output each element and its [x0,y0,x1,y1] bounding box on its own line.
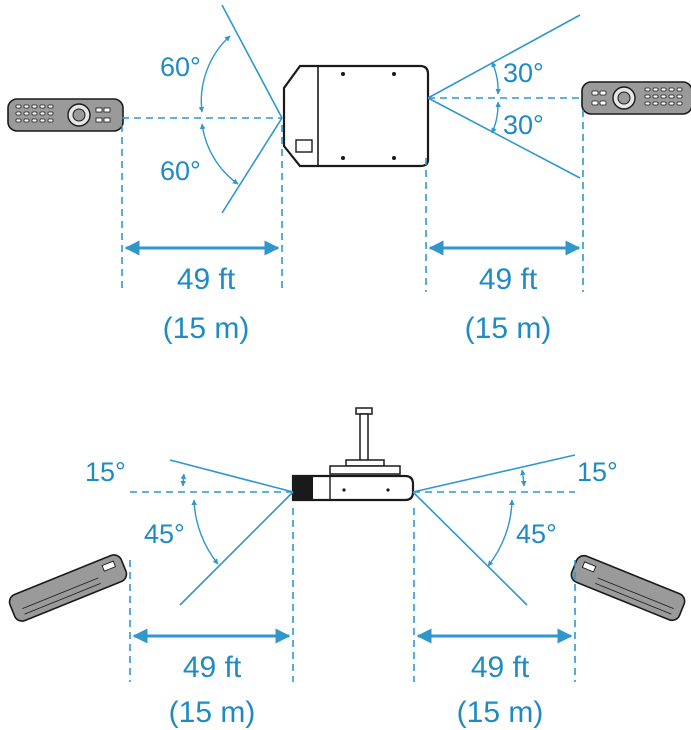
projector-top-view-icon [282,64,430,168]
angle-label: 60° [160,156,201,186]
angle-label: 45° [144,519,185,549]
rear-receiver-range: 15° 45° 49 ft (15 m) [412,454,618,729]
angle-label: 15° [85,457,126,487]
distance-meters-label: (15 m) [163,312,250,345]
distance-feet-label: 49 ft [479,263,538,296]
angle-label: 60° [160,52,201,82]
distance-meters-label: (15 m) [465,312,552,345]
distance-meters-label: (15 m) [457,696,544,729]
ceiling-projector-icon [291,407,415,502]
bottom-section: 15° 45° 49 ft (15 m) 15° 45° 49 ft (15 m… [8,407,686,729]
front-receiver-range: 60° 60° 49 ft (15 m) [121,4,283,345]
angle-label: 15° [577,457,618,487]
distance-feet-label: 49 ft [471,651,530,684]
rear-receiver-range: 30° 30° 49 ft (15 m) [425,14,584,345]
distance-feet-label: 49 ft [177,263,236,296]
angle-label: 30° [503,110,544,140]
angle-label: 30° [503,58,544,88]
distance-meters-label: (15 m) [169,696,256,729]
remote-control-icon [570,554,686,622]
front-receiver-range: 15° 45° 49 ft (15 m) [85,457,294,729]
remote-control-icon [8,554,128,622]
remote-control-icon [581,81,691,115]
distance-feet-label: 49 ft [183,651,242,684]
top-section: 60° 60° 49 ft (15 m) 30° 30° 49 ft (15 m… [7,4,691,345]
remote-control-icon [7,98,124,132]
angle-label: 45° [516,519,557,549]
